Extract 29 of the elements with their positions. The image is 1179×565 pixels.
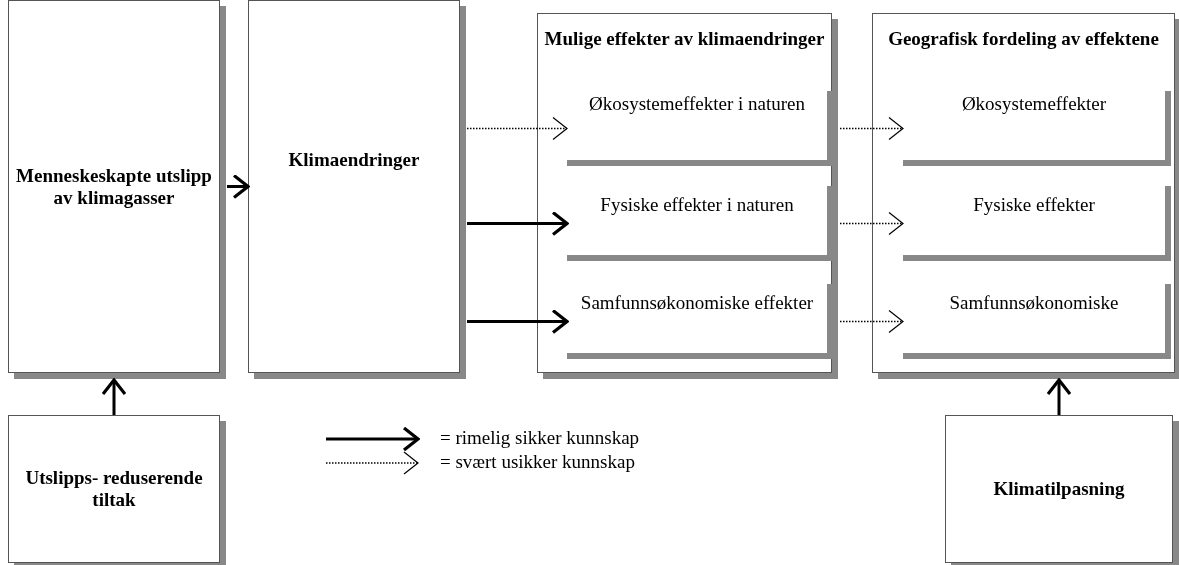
sub-box <box>567 91 833 166</box>
arrow <box>1046 378 1072 415</box>
box-heading: Klimatilpasning <box>992 478 1126 500</box>
arrow <box>467 210 569 237</box>
legend-text: = svært usikker kunnskap <box>440 452 635 472</box>
arrow <box>101 378 127 415</box>
box-text: Samfunnsøkonomiske effekter <box>579 292 815 314</box>
box-heading: Mulige effekter av klimaendringer <box>544 28 825 50</box>
box-heading: Geografisk fordeling av effektene <box>887 28 1160 50</box>
sub-box <box>903 91 1171 166</box>
arrow <box>839 211 904 236</box>
box-heading: Klimaendringer <box>287 149 421 171</box>
box-heading: Utslipps- reduserende tiltak <box>24 467 204 511</box>
box-heading: Menneskeskapte utslipp av klimagasser <box>15 164 213 209</box>
arrow <box>839 309 904 334</box>
box-text: Samfunnsøkonomiske <box>948 292 1120 314</box>
box-text: Fysiske effekter i naturen <box>599 194 795 216</box>
box-text: Økosystemeffekter <box>960 93 1108 115</box>
arrow <box>839 116 904 141</box>
box-text: Fysiske effekter <box>972 194 1096 216</box>
sub-box <box>567 284 833 359</box>
box-text: Økosystemeffekter i naturen <box>588 93 806 115</box>
arrow <box>227 173 250 200</box>
arrow <box>467 308 569 335</box>
sub-box <box>567 186 833 261</box>
arrow <box>466 116 568 141</box>
sub-box <box>903 186 1171 261</box>
legend-text: = rimelig sikker kunnskap <box>440 428 640 448</box>
sub-box <box>903 284 1171 359</box>
